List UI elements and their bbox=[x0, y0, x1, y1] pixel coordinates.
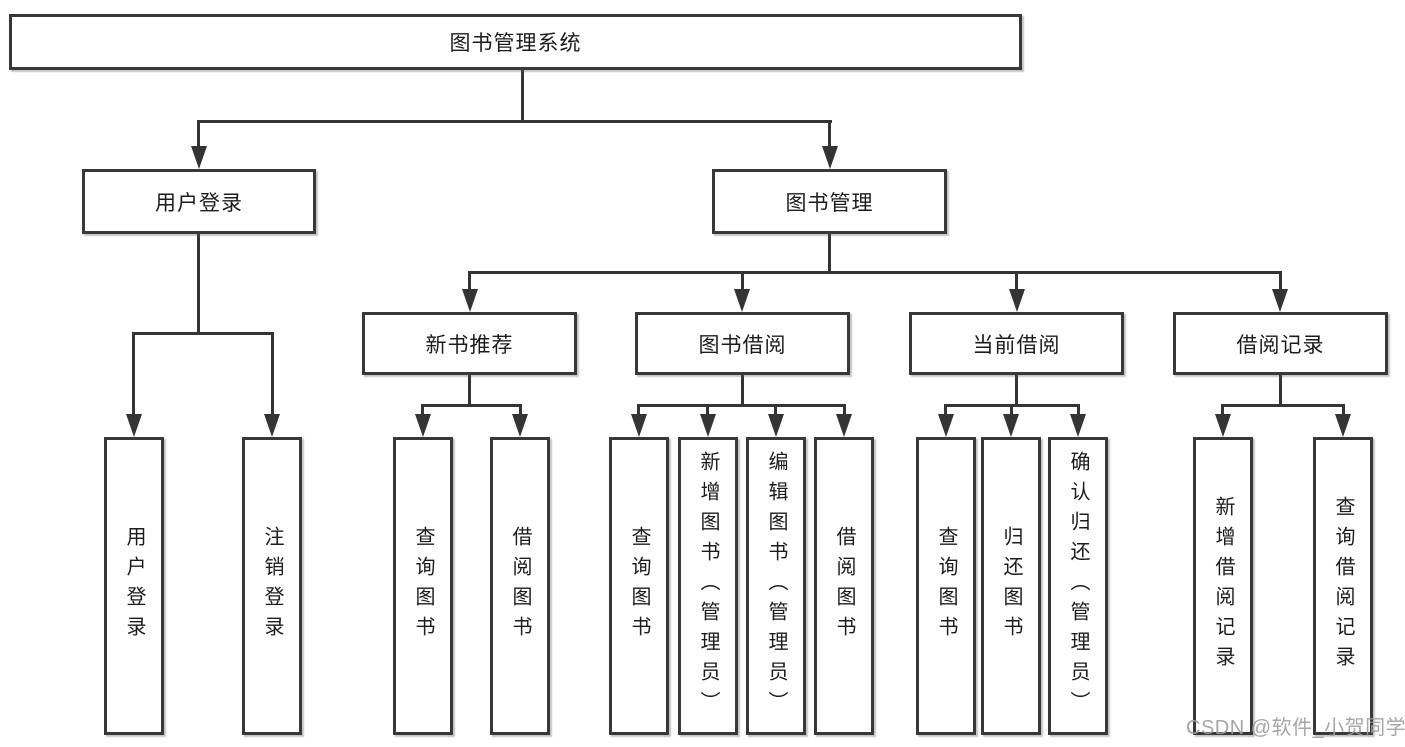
connector-line bbox=[944, 404, 1080, 407]
leaf-label: 归还图书 bbox=[1000, 526, 1022, 646]
arrowhead-icon bbox=[264, 414, 280, 437]
node-label: 新书推荐 bbox=[425, 333, 514, 357]
connector-line bbox=[1015, 375, 1018, 406]
node-book-borrowing: 图书借阅 bbox=[635, 312, 850, 375]
node-borrowing-records: 借阅记录 bbox=[1173, 312, 1388, 375]
leaf-label: 借阅图书 bbox=[833, 526, 855, 646]
node-user-login: 用户登录 bbox=[82, 169, 316, 234]
connector-line bbox=[468, 271, 1282, 274]
arrowhead-icon bbox=[1335, 414, 1351, 437]
arrowhead-icon bbox=[1009, 289, 1025, 312]
arrowhead-icon bbox=[126, 414, 142, 437]
leaf-borrow-edit-book-admin: 编辑图书（管理员） bbox=[746, 437, 806, 735]
connector-line bbox=[706, 406, 709, 416]
node-current-borrowing: 当前借阅 bbox=[909, 312, 1124, 375]
connector-line bbox=[741, 375, 744, 406]
connector-line bbox=[828, 234, 831, 274]
leaf-borrow-query-book: 查询图书 bbox=[609, 437, 669, 735]
node-label: 图书管理系统 bbox=[449, 32, 582, 55]
connector-line bbox=[828, 122, 831, 148]
connector-line bbox=[1015, 273, 1018, 291]
leaf-label: 查询图书 bbox=[935, 526, 957, 646]
leaf-label: 确认归还（管理员） bbox=[1067, 451, 1089, 721]
arrowhead-icon bbox=[768, 414, 784, 437]
node-new-book-recommend: 新书推荐 bbox=[362, 312, 577, 375]
connector-line bbox=[944, 406, 947, 416]
leaf-label: 查询借阅记录 bbox=[1332, 496, 1354, 676]
arrowhead-icon bbox=[1003, 414, 1019, 437]
connector-line bbox=[132, 334, 135, 415]
connector-line bbox=[1221, 404, 1345, 407]
connector-line bbox=[741, 273, 744, 291]
node-label: 借阅记录 bbox=[1236, 333, 1325, 357]
connector-line bbox=[843, 406, 846, 416]
leaf-records-add-record: 新增借阅记录 bbox=[1193, 437, 1253, 735]
connector-line bbox=[1279, 273, 1282, 291]
leaf-borrow-add-book-admin: 新增图书（管理员） bbox=[678, 437, 738, 735]
arrowhead-icon bbox=[938, 414, 954, 437]
arrowhead-icon bbox=[631, 414, 647, 437]
connector-line bbox=[132, 332, 274, 335]
connector-line bbox=[197, 120, 832, 123]
connector-line bbox=[421, 404, 522, 407]
leaf-label: 查询图书 bbox=[628, 526, 650, 646]
connector-line bbox=[197, 122, 200, 148]
connector-line bbox=[421, 406, 424, 416]
arrowhead-icon bbox=[1070, 414, 1086, 437]
leaf-label: 注销登录 bbox=[261, 526, 283, 646]
leaf-logout: 注销登录 bbox=[242, 437, 302, 735]
connector-line bbox=[519, 406, 522, 416]
connector-line bbox=[1077, 406, 1080, 416]
leaf-newbook-borrow-book: 借阅图书 bbox=[490, 437, 550, 735]
node-label: 图书借阅 bbox=[698, 333, 787, 357]
arrowhead-icon bbox=[734, 289, 750, 312]
arrowhead-icon bbox=[1272, 289, 1288, 312]
connector-line bbox=[1279, 375, 1282, 406]
csdn-watermark: CSDN @软件_小贺同学 bbox=[1186, 717, 1405, 739]
connector-line bbox=[637, 404, 846, 407]
leaf-label: 查询图书 bbox=[412, 526, 434, 646]
connector-line bbox=[1342, 406, 1345, 416]
leaf-label: 用户登录 bbox=[123, 526, 145, 646]
arrowhead-icon bbox=[822, 146, 838, 169]
leaf-label: 新增借阅记录 bbox=[1212, 496, 1234, 676]
leaf-borrow-borrow-book: 借阅图书 bbox=[814, 437, 874, 735]
leaf-label: 借阅图书 bbox=[509, 526, 531, 646]
node-label: 用户登录 bbox=[155, 191, 243, 215]
leaf-current-query-book: 查询图书 bbox=[916, 437, 976, 735]
connector-line bbox=[774, 406, 777, 416]
connector-line bbox=[271, 334, 274, 415]
node-book-management: 图书管理 bbox=[712, 169, 947, 234]
leaf-current-return-book: 归还图书 bbox=[981, 437, 1041, 735]
connector-line bbox=[637, 406, 640, 416]
leaf-records-query-record: 查询借阅记录 bbox=[1313, 437, 1373, 735]
leaf-label: 编辑图书（管理员） bbox=[765, 451, 787, 721]
arrowhead-icon bbox=[700, 414, 716, 437]
connector-line bbox=[197, 234, 200, 334]
node-label: 当前借阅 bbox=[972, 333, 1061, 357]
leaf-newbook-query-book: 查询图书 bbox=[393, 437, 453, 735]
arrowhead-icon bbox=[415, 414, 431, 437]
arrowhead-icon bbox=[1215, 414, 1231, 437]
arrowhead-icon bbox=[512, 414, 528, 437]
node-label: 图书管理 bbox=[785, 191, 874, 215]
connector-line bbox=[1010, 406, 1013, 416]
connector-line bbox=[468, 375, 471, 406]
arrowhead-icon bbox=[836, 414, 852, 437]
node-library-system-root: 图书管理系统 bbox=[9, 14, 1022, 70]
leaf-user-login: 用户登录 bbox=[104, 437, 164, 735]
connector-line bbox=[468, 273, 471, 291]
arrowhead-icon bbox=[462, 289, 478, 312]
leaf-label: 新增图书（管理员） bbox=[697, 451, 719, 721]
connector-line bbox=[1221, 406, 1224, 416]
arrowhead-icon bbox=[191, 146, 207, 169]
leaf-current-confirm-return-admin: 确认归还（管理员） bbox=[1048, 437, 1108, 735]
connector-line bbox=[521, 70, 524, 122]
